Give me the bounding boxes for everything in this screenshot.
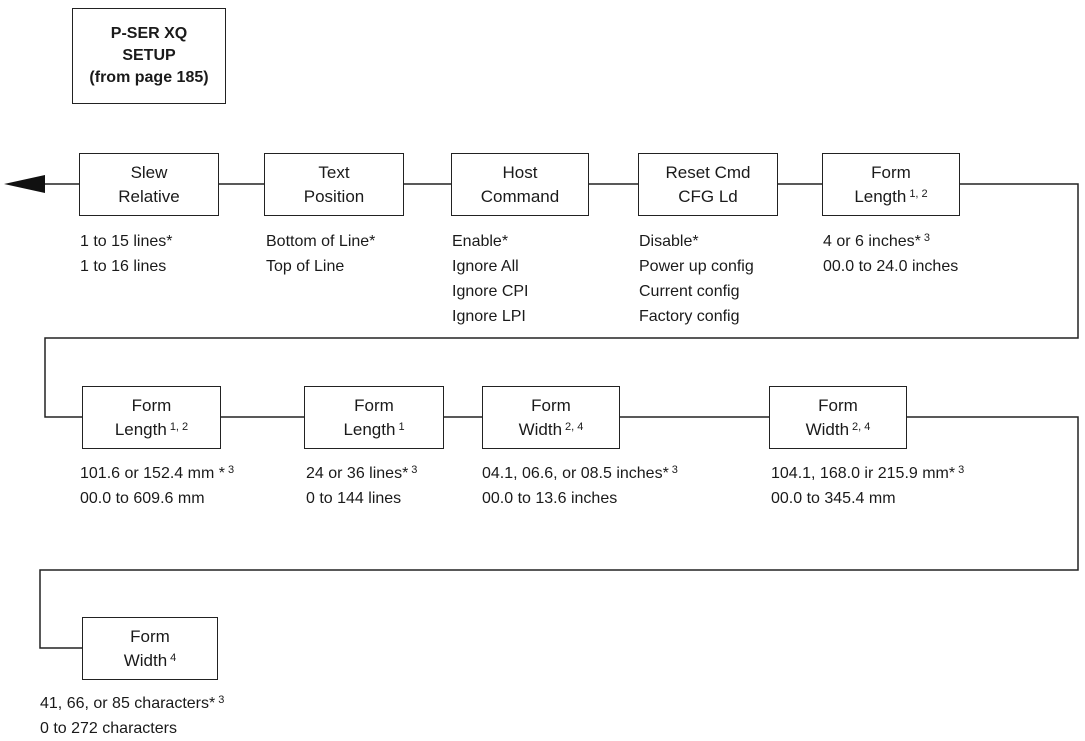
option-item: 0 to 272 characters — [40, 720, 177, 737]
options-form-length-mm: 101.6 or 152.4 mm *3 00.0 to 609.6 mm — [80, 461, 234, 511]
menu-label-line1: Form — [354, 395, 394, 415]
menu-label-line1: Text — [318, 162, 350, 182]
menu-box-host-command: Host Command — [451, 153, 589, 216]
connector-line — [44, 183, 1079, 418]
footnote-ref: 3 — [923, 232, 930, 244]
options-form-length-lines: 24 or 36 lines*3 0 to 144 lines — [306, 461, 417, 511]
menu-label-line1: Form — [871, 162, 911, 182]
footnote-ref: 3 — [958, 464, 965, 476]
option-item: 00.0 to 345.4 mm — [771, 490, 896, 507]
option-item: 24 or 36 lines*3 — [306, 464, 418, 482]
footnote-ref: 3 — [671, 464, 678, 476]
option-item: Power up config — [639, 258, 754, 275]
menu-label-line1: Form — [531, 395, 571, 415]
option-item: 0 to 144 lines — [306, 490, 402, 507]
footnote-ref: 1 — [398, 420, 405, 433]
option-item: Bottom of Line* — [266, 233, 376, 250]
option-item: 101.6 or 152.4 mm *3 — [80, 464, 235, 482]
menu-label-line1: Reset Cmd — [665, 162, 751, 182]
option-item: 1 to 16 lines — [80, 258, 167, 275]
menu-label-line1: Slew — [130, 162, 168, 182]
title-line-3: (from page 185) — [89, 69, 209, 86]
option-item: Factory config — [639, 308, 740, 325]
option-item: Disable* — [639, 233, 699, 250]
option-item: 00.0 to 609.6 mm — [80, 490, 205, 507]
option-item: Ignore LPI — [452, 308, 526, 325]
footnote-ref: 3 — [411, 464, 418, 476]
menu-label-line1: Host — [502, 162, 538, 182]
menu-label-line1: Form — [130, 626, 170, 646]
options-form-width-inches: 04.1, 06.6, or 08.5 inches*3 00.0 to 13.… — [482, 461, 678, 511]
options-form-length-inches: 4 or 6 inches*3 00.0 to 24.0 inches — [823, 229, 958, 279]
menu-label-line1: Form — [131, 395, 172, 415]
footnote-ref: 4 — [170, 651, 177, 664]
title-line-2: SETUP — [122, 47, 176, 64]
option-item: 00.0 to 24.0 inches — [823, 258, 959, 275]
option-item: 00.0 to 13.6 inches — [482, 490, 618, 507]
options-slew-relative: 1 to 15 lines* 1 to 16 lines — [80, 229, 173, 279]
menu-label-line2: Relative — [118, 186, 180, 206]
footnote-ref: 3 — [227, 464, 235, 476]
options-host-command: Enable* Ignore All Ignore CPI Ignore LPI — [452, 229, 528, 329]
menu-box-reset-cmd-cfg-ld: Reset Cmd CFG Ld — [638, 153, 778, 216]
options-form-width-mm: 104.1, 168.0 ir 215.9 mm*3 00.0 to 345.4… — [771, 461, 964, 511]
option-item: Ignore All — [452, 258, 519, 275]
option-item: Enable* — [452, 233, 509, 250]
menu-box-text-position: Text Position — [264, 153, 404, 216]
option-item: Ignore CPI — [452, 283, 529, 300]
option-item: 1 to 15 lines* — [80, 233, 173, 250]
arrow-left-icon — [4, 175, 45, 193]
footnote-ref: 3 — [218, 694, 225, 706]
menu-label-line2: CFG Ld — [678, 186, 738, 206]
option-item: 04.1, 06.6, or 08.5 inches*3 — [482, 464, 678, 482]
footnote-ref: 1, 2 — [169, 420, 189, 433]
option-item: 4 or 6 inches*3 — [823, 232, 930, 250]
connector-line — [39, 416, 1079, 649]
footnote-ref: 2, 4 — [565, 420, 584, 433]
title-line-1: P-SER XQ — [110, 25, 188, 42]
footnote-ref: 1, 2 — [909, 187, 928, 200]
menu-box-slew-relative: Slew Relative — [79, 153, 219, 216]
menu-label-line2: Command — [480, 186, 560, 206]
options-reset-cmd-cfg-ld: Disable* Power up config Current config … — [639, 229, 754, 329]
footnote-ref: 2, 4 — [852, 420, 871, 433]
option-item: 104.1, 168.0 ir 215.9 mm*3 — [771, 464, 965, 482]
options-form-width-chars: 41, 66, or 85 characters*3 0 to 272 char… — [40, 691, 224, 741]
option-item: Current config — [639, 283, 740, 300]
menu-label-line1: Form — [818, 395, 858, 415]
menu-label-line2: Position — [303, 186, 365, 206]
option-item: 41, 66, or 85 characters*3 — [40, 694, 225, 712]
setup-title-box: P-SER XQ SETUP (from page 185) — [72, 8, 226, 104]
options-text-position: Bottom of Line* Top of Line — [266, 229, 375, 279]
option-item: Top of Line — [266, 258, 345, 275]
